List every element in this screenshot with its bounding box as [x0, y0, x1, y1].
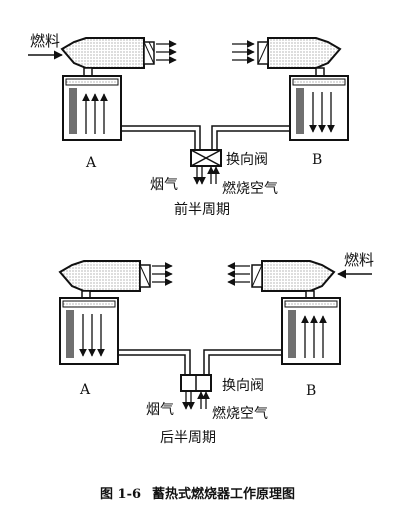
flame-arrows-b: [232, 40, 255, 64]
ducts-bottom: [118, 349, 282, 375]
flue-gas-label-bottom: 烟气: [146, 402, 174, 418]
figure-number: 图 1-6: [100, 487, 141, 502]
burner-a-bottom: [58, 260, 151, 299]
reversing-valve-top: [190, 149, 222, 185]
reversing-valve-bottom: [180, 374, 212, 410]
combustion-air-label-bottom: 燃烧空气: [212, 405, 268, 422]
regenerator-b: [289, 75, 349, 141]
fuel-label: 燃料: [30, 32, 60, 50]
bottom-cycle: A 燃料: [58, 251, 374, 446]
burner-a: [60, 37, 155, 77]
ducts-top: [121, 125, 290, 150]
valve-label-bottom: 换向阀: [222, 377, 264, 394]
flame-arrows-a-bottom: [152, 262, 173, 286]
label-a-bottom: A: [79, 382, 91, 398]
combustion-air-label: 燃烧空气: [222, 180, 278, 197]
label-b-bottom: B: [306, 383, 316, 399]
regenerator-b-bottom: [281, 297, 341, 365]
fuel-label-bottom: 燃料: [344, 251, 374, 269]
burner-b: [257, 37, 342, 77]
figure-title: 蓄热式燃烧器工作原理图: [152, 486, 295, 502]
flame-arrows-b-bottom: [227, 262, 250, 286]
label-a: A: [85, 155, 97, 171]
label-b: B: [312, 152, 322, 168]
burner-b-bottom: [251, 260, 336, 299]
valve-label: 换向阀: [226, 151, 268, 168]
period-label: 前半周期: [174, 201, 230, 218]
regenerator-a-bottom: [59, 297, 119, 365]
flue-gas-label: 烟气: [150, 177, 178, 193]
top-cycle: 燃料: [28, 32, 349, 218]
regenerator-a: [62, 75, 122, 141]
period-label-bottom: 后半周期: [160, 430, 216, 446]
flame-arrows-a: [156, 40, 177, 64]
